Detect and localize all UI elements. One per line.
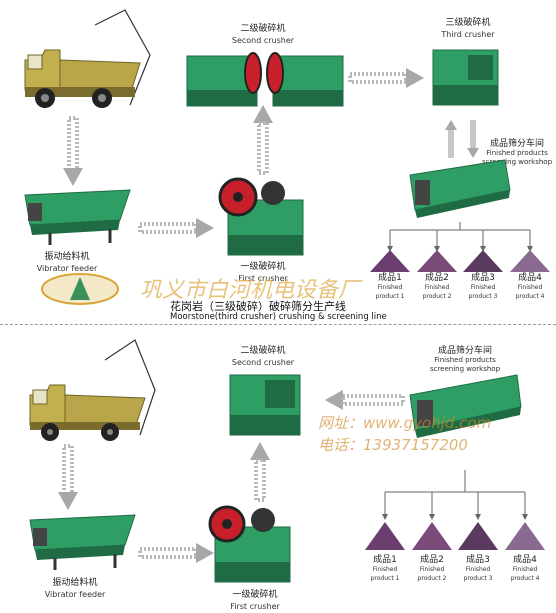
watermark-phone: 电话：13937157200 (318, 436, 468, 454)
third-crusher-top (432, 49, 499, 106)
dump-truck-bottom (29, 339, 156, 441)
watermark-company: 巩义市白河机电设备厂 (140, 278, 361, 303)
first-crusher-bottom (208, 505, 291, 583)
arrow-up-1-top (253, 105, 273, 175)
company-logo (41, 273, 119, 305)
vibrator-feeder-top (24, 189, 131, 245)
arrow-down-1-top (63, 116, 83, 186)
second-crusher-bottom (229, 374, 301, 436)
screening-label-top: 成品筛分车间 Finished products screening works… (481, 139, 553, 167)
arrow-down-1-bottom (58, 444, 78, 510)
diagram-title-en: Moorstone(third crusher) crushing & scre… (170, 312, 387, 322)
product-tree-top (387, 222, 533, 252)
arrow-left-bottom (325, 390, 405, 410)
product-piles-bottom (365, 522, 545, 550)
second-crusher-top (186, 52, 344, 107)
screening-label-bottom: 成品筛分车间 Finished products screening works… (429, 346, 501, 374)
product-piles-top (370, 250, 550, 272)
arrow-right-2-top (348, 68, 424, 88)
dump-truck-top (24, 9, 151, 108)
diagram-title-cn: 花岗岩（三级破碎）破碎筛分生产线 (170, 300, 346, 313)
arrow-updown-top (445, 120, 479, 158)
arrow-up-1-bottom (250, 442, 270, 502)
vibrating-screen-top (409, 159, 511, 218)
first-crusher-top (218, 177, 304, 256)
product-tree-bottom (382, 470, 528, 520)
vibrator-feeder-bottom (29, 514, 136, 570)
arrow-right-1-top (138, 218, 214, 238)
arrow-right-1-bottom (138, 543, 214, 563)
vibrating-screen-bottom (409, 374, 522, 438)
watermark-website: 网址：www.gyohjd.com (318, 414, 492, 432)
section-divider (0, 324, 556, 325)
